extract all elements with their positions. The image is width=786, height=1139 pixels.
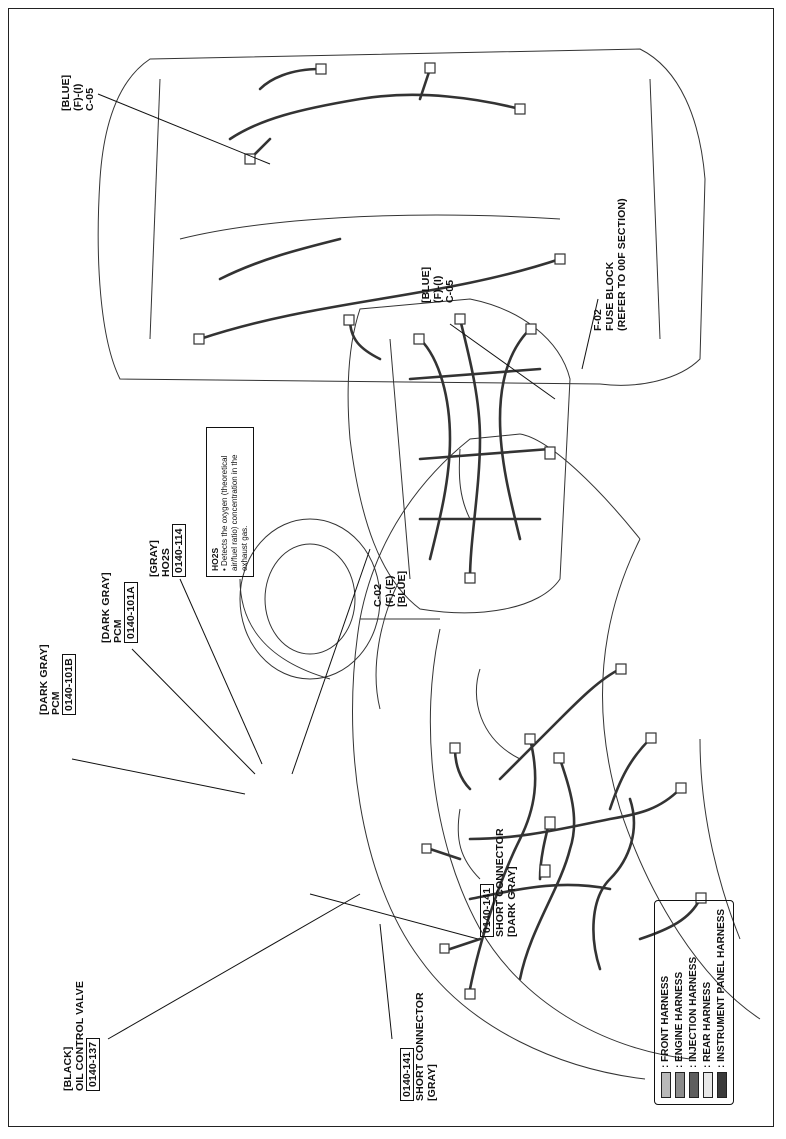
page-border: [8, 8, 774, 1127]
callout-terminal: (F)-(I): [72, 83, 84, 111]
engine-bay-outline: [239, 433, 761, 1080]
connector-code: 0140-114: [172, 524, 186, 577]
legend-swatch: [717, 1072, 727, 1098]
callout-code: C-05: [84, 87, 96, 111]
callout-name: SHORT CONNECTOR: [494, 828, 506, 937]
harness-legend: : FRONT HARNESS : ENGINE HARNESS : INJEC…: [654, 899, 734, 1105]
callout-pcm-101a: [DARK GRAY] PCM 0140-101A: [100, 572, 138, 643]
connector-code: 0140-101A: [124, 582, 138, 643]
legend-label: : FRONT HARNESS: [660, 975, 671, 1068]
callout-name: PCM: [50, 691, 62, 715]
callout-terminal: (F)-(I): [432, 275, 444, 303]
legend-swatch: [689, 1072, 699, 1098]
callout-color: [BLACK]: [62, 1046, 74, 1091]
legend-row: : FRONT HARNESS: [659, 909, 673, 1098]
callout-terminal: (F)-(E): [384, 575, 396, 607]
instrument-panel-wires: [348, 317, 552, 581]
callout-short-connector-gray: 0140-141 SHORT CONNECTOR [GRAY]: [400, 992, 438, 1101]
note-text: • Detects the oxygen (theoretical air/fu…: [220, 454, 249, 571]
callout-code: C-02: [372, 583, 384, 607]
note-title: HO2S: [210, 547, 220, 571]
callout-pcm-101b: [DARK GRAY] PCM 0140-101B: [38, 644, 76, 715]
callout-color: [DARK GRAY]: [38, 644, 50, 715]
connector-code: 0140-141: [400, 1047, 414, 1101]
connector-code: 0140-101B: [62, 654, 76, 715]
callout-code: F-02: [592, 309, 604, 331]
rear-harness-wires: [198, 67, 562, 341]
instrument-panel-connectors: [343, 313, 556, 584]
callout-color: [DARK GRAY]: [506, 866, 518, 937]
callout-color: [BLUE]: [420, 266, 432, 303]
callout-ho2s: [GRAY] HO2S 0140-114: [148, 524, 186, 577]
legend-row: : ENGINE HARNESS: [673, 909, 687, 1098]
callout-name: HO2S: [160, 548, 172, 577]
callout-c02: C-02 (F)-(E) [BLUE]: [372, 571, 408, 607]
callout-color: [GRAY]: [148, 540, 160, 577]
legend-swatch: [675, 1072, 685, 1098]
callout-color: [DARK GRAY]: [100, 572, 112, 643]
callout-c05-ip: [BLUE] (F)-(I) C-05: [420, 267, 456, 303]
legend-row: : INSTRUMENT PANEL HARNESS: [715, 909, 729, 1098]
rear-harness-connectors: [193, 62, 566, 345]
callout-code: C-05: [444, 279, 456, 303]
callout-name: SHORT CONNECTOR: [414, 992, 426, 1101]
callout-color: [BLUE]: [396, 570, 408, 607]
connector-code: 0140-137: [86, 1037, 100, 1091]
callout-name: FUSE BLOCK: [604, 261, 616, 331]
callout-name: OIL CONTROL VALVE: [74, 980, 86, 1091]
connector-code: 0140-141: [480, 883, 494, 937]
leader-lines: [71, 93, 599, 1040]
legend-label: : REAR HARNESS: [702, 981, 713, 1068]
legend-label: : ENGINE HARNESS: [674, 971, 685, 1068]
legend-row: : REAR HARNESS: [701, 909, 715, 1098]
callout-reference: (REFER TO 00F SECTION): [616, 198, 628, 331]
callout-short-connector-dark-gray: 0140-141 SHORT CONNECTOR [DARK GRAY]: [480, 828, 518, 937]
callout-color: [GRAY]: [426, 1064, 438, 1101]
callout-fuse-block: F-02 FUSE BLOCK (REFER TO 00F SECTION): [592, 198, 628, 331]
legend-row: : INJECTION HARNESS: [687, 909, 701, 1098]
callout-c05-rear: [BLUE] (F)-(I) C-05: [60, 75, 96, 111]
rear-compartment-outline: [97, 48, 706, 386]
ho2s-note: HO2S • Detects the oxygen (theoretical a…: [206, 427, 254, 577]
engine-harness-connectors: [421, 663, 707, 1000]
legend-label: : INSTRUMENT PANEL HARNESS: [716, 908, 727, 1068]
callout-color: [BLUE]: [60, 74, 72, 111]
callout-oil-control-valve: [BLACK] OIL CONTROL VALVE 0140-137: [62, 981, 100, 1091]
legend-swatch: [661, 1072, 671, 1098]
legend-label: : INJECTION HARNESS: [688, 956, 699, 1068]
callout-name: PCM: [112, 619, 124, 643]
legend-swatch: [703, 1072, 713, 1098]
